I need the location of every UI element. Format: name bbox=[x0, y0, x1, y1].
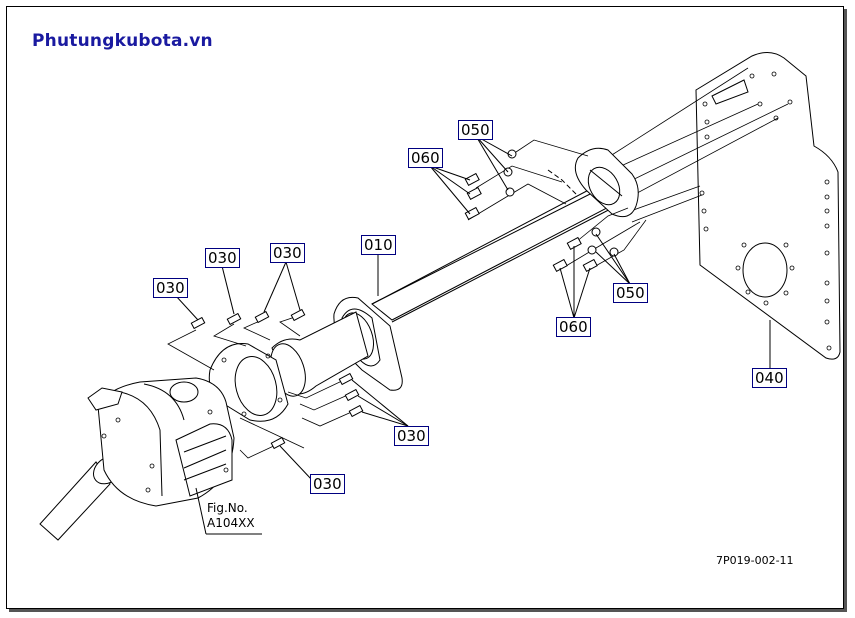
assembly-lines bbox=[167, 139, 647, 459]
callout-030-upper[interactable]: 030 bbox=[205, 248, 240, 268]
figure-reference-number: A104XX bbox=[207, 516, 255, 530]
leader-lines bbox=[175, 135, 771, 535]
fasteners bbox=[190, 149, 619, 450]
figure-reference[interactable]: Fig.No. A104XX bbox=[207, 501, 255, 531]
tie-rods bbox=[603, 67, 789, 223]
callout-050-lower[interactable]: 050 bbox=[613, 283, 648, 303]
callout-030-upper-right[interactable]: 030 bbox=[270, 243, 305, 263]
figure-reference-label: Fig.No. bbox=[207, 501, 248, 515]
callout-030-left[interactable]: 030 bbox=[153, 278, 188, 298]
callout-050-upper[interactable]: 050 bbox=[458, 120, 493, 140]
drawing-number: 7P019-002-11 bbox=[716, 554, 794, 567]
axle-tube bbox=[208, 147, 639, 422]
callout-060-upper[interactable]: 060 bbox=[408, 148, 443, 168]
callout-060-lower[interactable]: 060 bbox=[556, 317, 591, 337]
mounting-plate bbox=[695, 52, 841, 360]
callout-030-bottom[interactable]: 030 bbox=[310, 474, 345, 494]
gear-housing bbox=[39, 377, 235, 541]
watermark-text: Phutungkubota.vn bbox=[32, 31, 213, 51]
callout-030-mid[interactable]: 030 bbox=[394, 426, 429, 446]
callout-040-plate[interactable]: 040 bbox=[752, 368, 787, 388]
callout-010-tube[interactable]: 010 bbox=[361, 235, 396, 255]
